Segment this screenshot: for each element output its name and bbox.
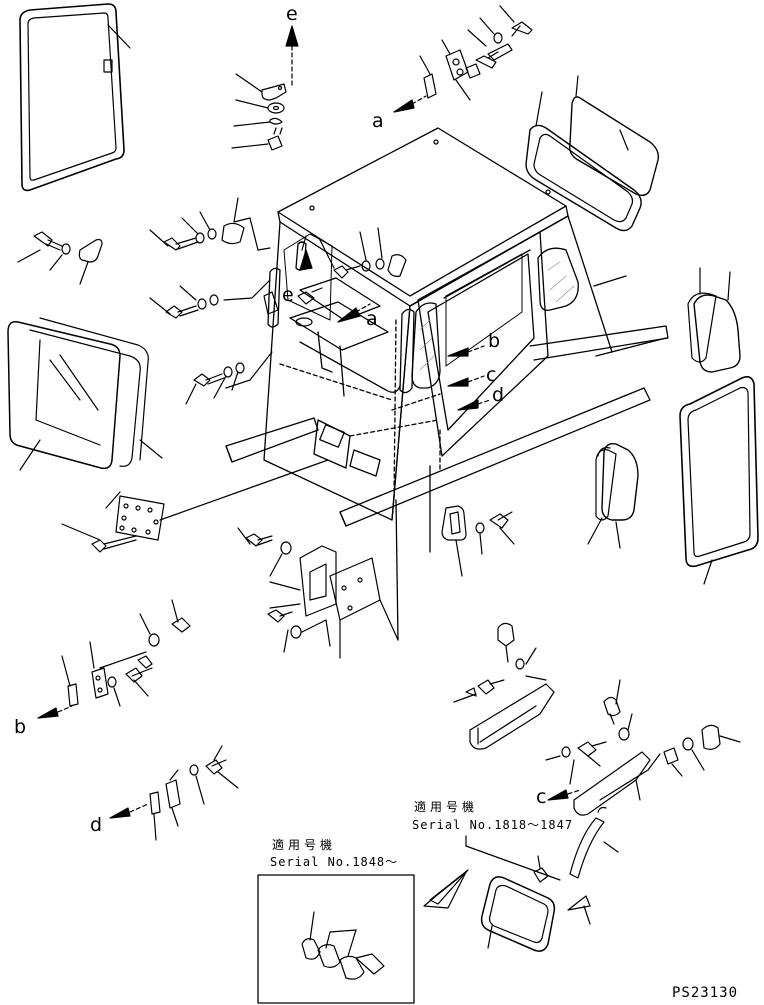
window-glass-lower-center bbox=[480, 876, 556, 952]
arrow-c-lower bbox=[547, 789, 569, 801]
hinge-assembly-lower-center bbox=[237, 527, 399, 659]
window-seal-top-left bbox=[19, 3, 131, 192]
label-e-mid: e bbox=[282, 284, 294, 306]
arrow-a-mid bbox=[337, 307, 361, 323]
drawing-code: PS23130 bbox=[672, 985, 739, 1001]
label-d-right: d bbox=[492, 384, 505, 406]
hinge-parts-d bbox=[149, 745, 239, 841]
window-seal-right-large bbox=[679, 376, 759, 585]
caption-applicable-1: 適用号機 bbox=[414, 800, 479, 814]
bolt-washer-left bbox=[17, 231, 103, 285]
bracket-parts-top-center bbox=[231, 73, 287, 151]
applicability-leaders bbox=[423, 835, 561, 909]
label-c-right: c bbox=[486, 364, 497, 386]
label-a-mid: a bbox=[366, 308, 378, 330]
caption-serial-1818-1847: Serial No.1818～1847 bbox=[412, 818, 574, 832]
caption-serial-1848: Serial No.1848～ bbox=[270, 855, 399, 869]
bolt-row-lower-left bbox=[185, 362, 245, 405]
window-glass-right-small bbox=[687, 267, 741, 373]
window-glass-left bbox=[7, 317, 163, 471]
bolt-row-middle-left bbox=[149, 285, 279, 319]
bracket-assembly-lower-right bbox=[453, 622, 741, 925]
hinge-parts-top-right bbox=[419, 5, 533, 101]
window-glass-upper-right bbox=[525, 75, 660, 232]
arrow-e-mid bbox=[299, 249, 313, 271]
bolt-row-upper-left bbox=[149, 197, 245, 251]
label-a-top: a bbox=[372, 110, 384, 132]
arrow-c-right bbox=[447, 377, 469, 387]
arrow-e-top bbox=[285, 25, 299, 47]
arrow-d-right bbox=[457, 399, 479, 411]
cab-body bbox=[225, 127, 669, 641]
inset-box-serial-1848 bbox=[257, 874, 415, 1004]
label-b-left: b bbox=[14, 716, 27, 738]
arrow-a-top bbox=[393, 99, 415, 113]
label-c-lower: c bbox=[536, 786, 547, 808]
caption-applicable-2: 適用号機 bbox=[272, 838, 337, 852]
arrow-b-right bbox=[447, 347, 469, 357]
arrow-b-left bbox=[37, 707, 59, 719]
label-d-left: d bbox=[90, 814, 103, 836]
label-e-top: e bbox=[286, 3, 298, 25]
cover-plate-left bbox=[61, 459, 329, 553]
bolt-row-center bbox=[295, 227, 407, 327]
arrow-d-left bbox=[109, 807, 131, 819]
label-b-right: b bbox=[488, 330, 501, 352]
hinge-parts-b bbox=[61, 599, 191, 707]
seal-plate-center bbox=[441, 505, 515, 577]
window-glass-center-right bbox=[587, 442, 639, 549]
